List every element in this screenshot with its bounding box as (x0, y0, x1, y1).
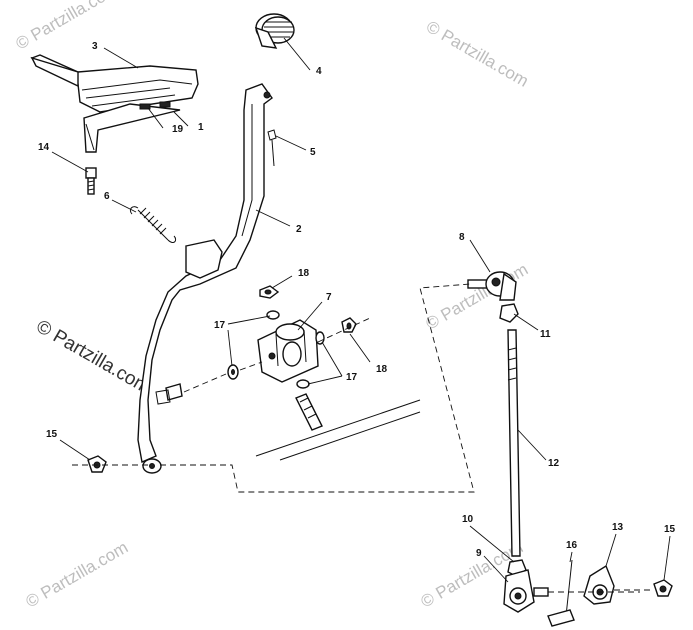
leader-lines (51, 37, 671, 583)
callout-15-right: 15 (664, 524, 676, 535)
pedal-pad-4 (254, 13, 295, 49)
rod-end-9 (503, 559, 549, 613)
bolt-14 (85, 167, 97, 195)
pin-5 (267, 129, 277, 167)
callout-18-right: 18 (376, 364, 388, 375)
watermark-bottom-left: © Partzilla.com (23, 538, 132, 612)
callout-2: 2 (296, 224, 302, 235)
washer-17b (296, 379, 310, 389)
nut-18a (259, 285, 280, 299)
watermark-top-right: © Partzilla.com (423, 17, 532, 91)
master-cylinder-7 (257, 319, 319, 383)
callout-17-right: 17 (346, 372, 358, 383)
assembly-lines (72, 283, 654, 593)
callout-7: 7 (326, 292, 332, 303)
callout-18-top: 18 (298, 268, 310, 279)
callout-4: 4 (316, 66, 322, 77)
jam-nut-11 (499, 303, 519, 323)
nut-15-left (87, 455, 107, 473)
callout-13: 13 (612, 522, 624, 533)
callout-17-left: 17 (214, 320, 226, 331)
mounting-plane (255, 399, 421, 461)
callout-12: 12 (548, 458, 560, 469)
callout-5: 5 (310, 147, 316, 158)
callout-9: 9 (476, 548, 482, 559)
footrest-bracket (30, 54, 199, 153)
bolt-horizontal (155, 383, 183, 405)
nut-18b (341, 317, 357, 333)
callout-19: 19 (172, 124, 184, 135)
shift-arm-13 (583, 564, 615, 605)
pushrod-bolt (295, 393, 323, 431)
brake-pedal-arm (137, 83, 273, 474)
callout-15-left: 15 (46, 429, 58, 440)
callout-1: 1 (198, 122, 204, 133)
callout-11: 11 (540, 329, 551, 340)
watermark-main: © Partzilla.com (33, 316, 154, 398)
callout-8: 8 (459, 232, 465, 243)
callout-3: 3 (92, 41, 98, 52)
callout-14: 14 (38, 142, 50, 153)
washer-17a (227, 364, 239, 380)
pin-16 (547, 559, 575, 627)
nut-15-right (653, 579, 673, 597)
washer-18a (266, 310, 280, 320)
callout-labels: 3 19 1 14 6 4 5 2 18 7 17 17 18 8 11 12 … (38, 41, 676, 559)
watermark-top-left: © Partzilla.com (13, 0, 122, 53)
washer-17c (315, 331, 325, 345)
callout-10: 10 (462, 514, 474, 525)
shift-rod-12 (507, 329, 521, 557)
spring-6 (129, 206, 177, 243)
callout-6: 6 (104, 191, 110, 202)
callout-16: 16 (566, 540, 578, 551)
